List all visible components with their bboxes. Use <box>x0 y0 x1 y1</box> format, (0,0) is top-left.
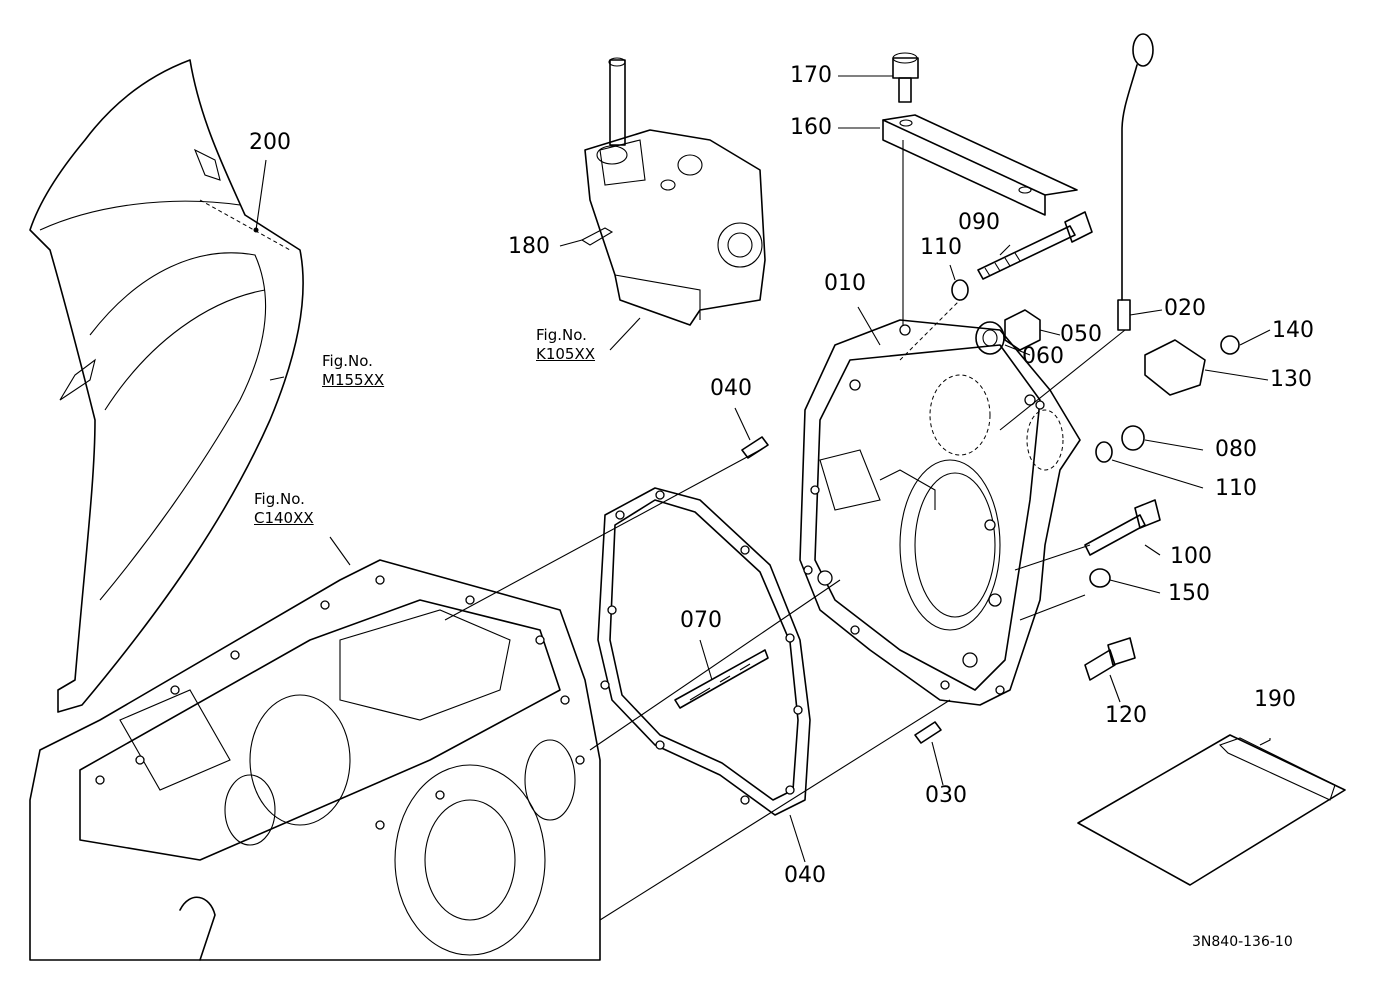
fig-ref-m155-caption: Fig.No. <box>322 352 373 370</box>
label-170: 170 <box>790 63 832 88</box>
label-200: 200 <box>249 130 291 155</box>
label-060: 060 <box>1022 344 1064 369</box>
fig-ref-k105-number[interactable]: K105XX <box>536 344 596 363</box>
fig-ref-m155[interactable]: Fig.No. M155XX <box>322 352 384 390</box>
label-080: 080 <box>1215 437 1257 462</box>
assembly-guide-lines <box>444 140 1126 921</box>
leader-lines <box>269 75 1271 863</box>
gasket-040 <box>597 487 811 816</box>
label-010: 010 <box>824 271 866 296</box>
label-190: 190 <box>1254 687 1296 712</box>
fig-ref-c140-number[interactable]: C140XX <box>254 508 314 527</box>
label-110-right: 110 <box>1215 476 1257 501</box>
dipstick-020 <box>1117 33 1154 331</box>
fig-ref-m155-number[interactable]: M155XX <box>322 370 385 389</box>
label-100: 100 <box>1170 544 1212 569</box>
label-090: 090 <box>958 210 1000 235</box>
label-150: 150 <box>1168 581 1210 606</box>
fig-ref-k105-caption: Fig.No. <box>536 326 587 344</box>
stud-070 <box>674 649 769 709</box>
label-070: 070 <box>680 608 722 633</box>
dowel-pins <box>741 436 942 744</box>
label-120: 120 <box>1105 703 1147 728</box>
label-020: 020 <box>1164 296 1206 321</box>
fig-ref-c140-caption: Fig.No. <box>254 490 305 508</box>
label-plate-190 <box>1077 734 1346 886</box>
lift-bracket-k105 <box>559 57 766 351</box>
label-030: 030 <box>925 783 967 808</box>
bolt-170 <box>892 52 919 103</box>
figure-code: 3N840-136-10 <box>1192 934 1293 950</box>
fig-ref-c140[interactable]: Fig.No. C140XX <box>254 490 314 528</box>
label-040-bottom: 040 <box>784 863 826 888</box>
label-130: 130 <box>1270 367 1312 392</box>
label-110-top: 110 <box>920 235 962 260</box>
housing-panel-m155 <box>29 59 304 713</box>
stay-160 <box>882 114 1078 216</box>
transmission-case-c140 <box>29 559 601 961</box>
label-040-top: 040 <box>710 376 752 401</box>
label-140: 140 <box>1272 318 1314 343</box>
transmission-cover-010 <box>799 319 1081 706</box>
label-050: 050 <box>1060 322 1102 347</box>
label-180: 180 <box>508 234 550 259</box>
fig-ref-k105[interactable]: Fig.No. K105XX <box>536 326 595 364</box>
label-160: 160 <box>790 115 832 140</box>
bolt-090 <box>977 211 1093 280</box>
